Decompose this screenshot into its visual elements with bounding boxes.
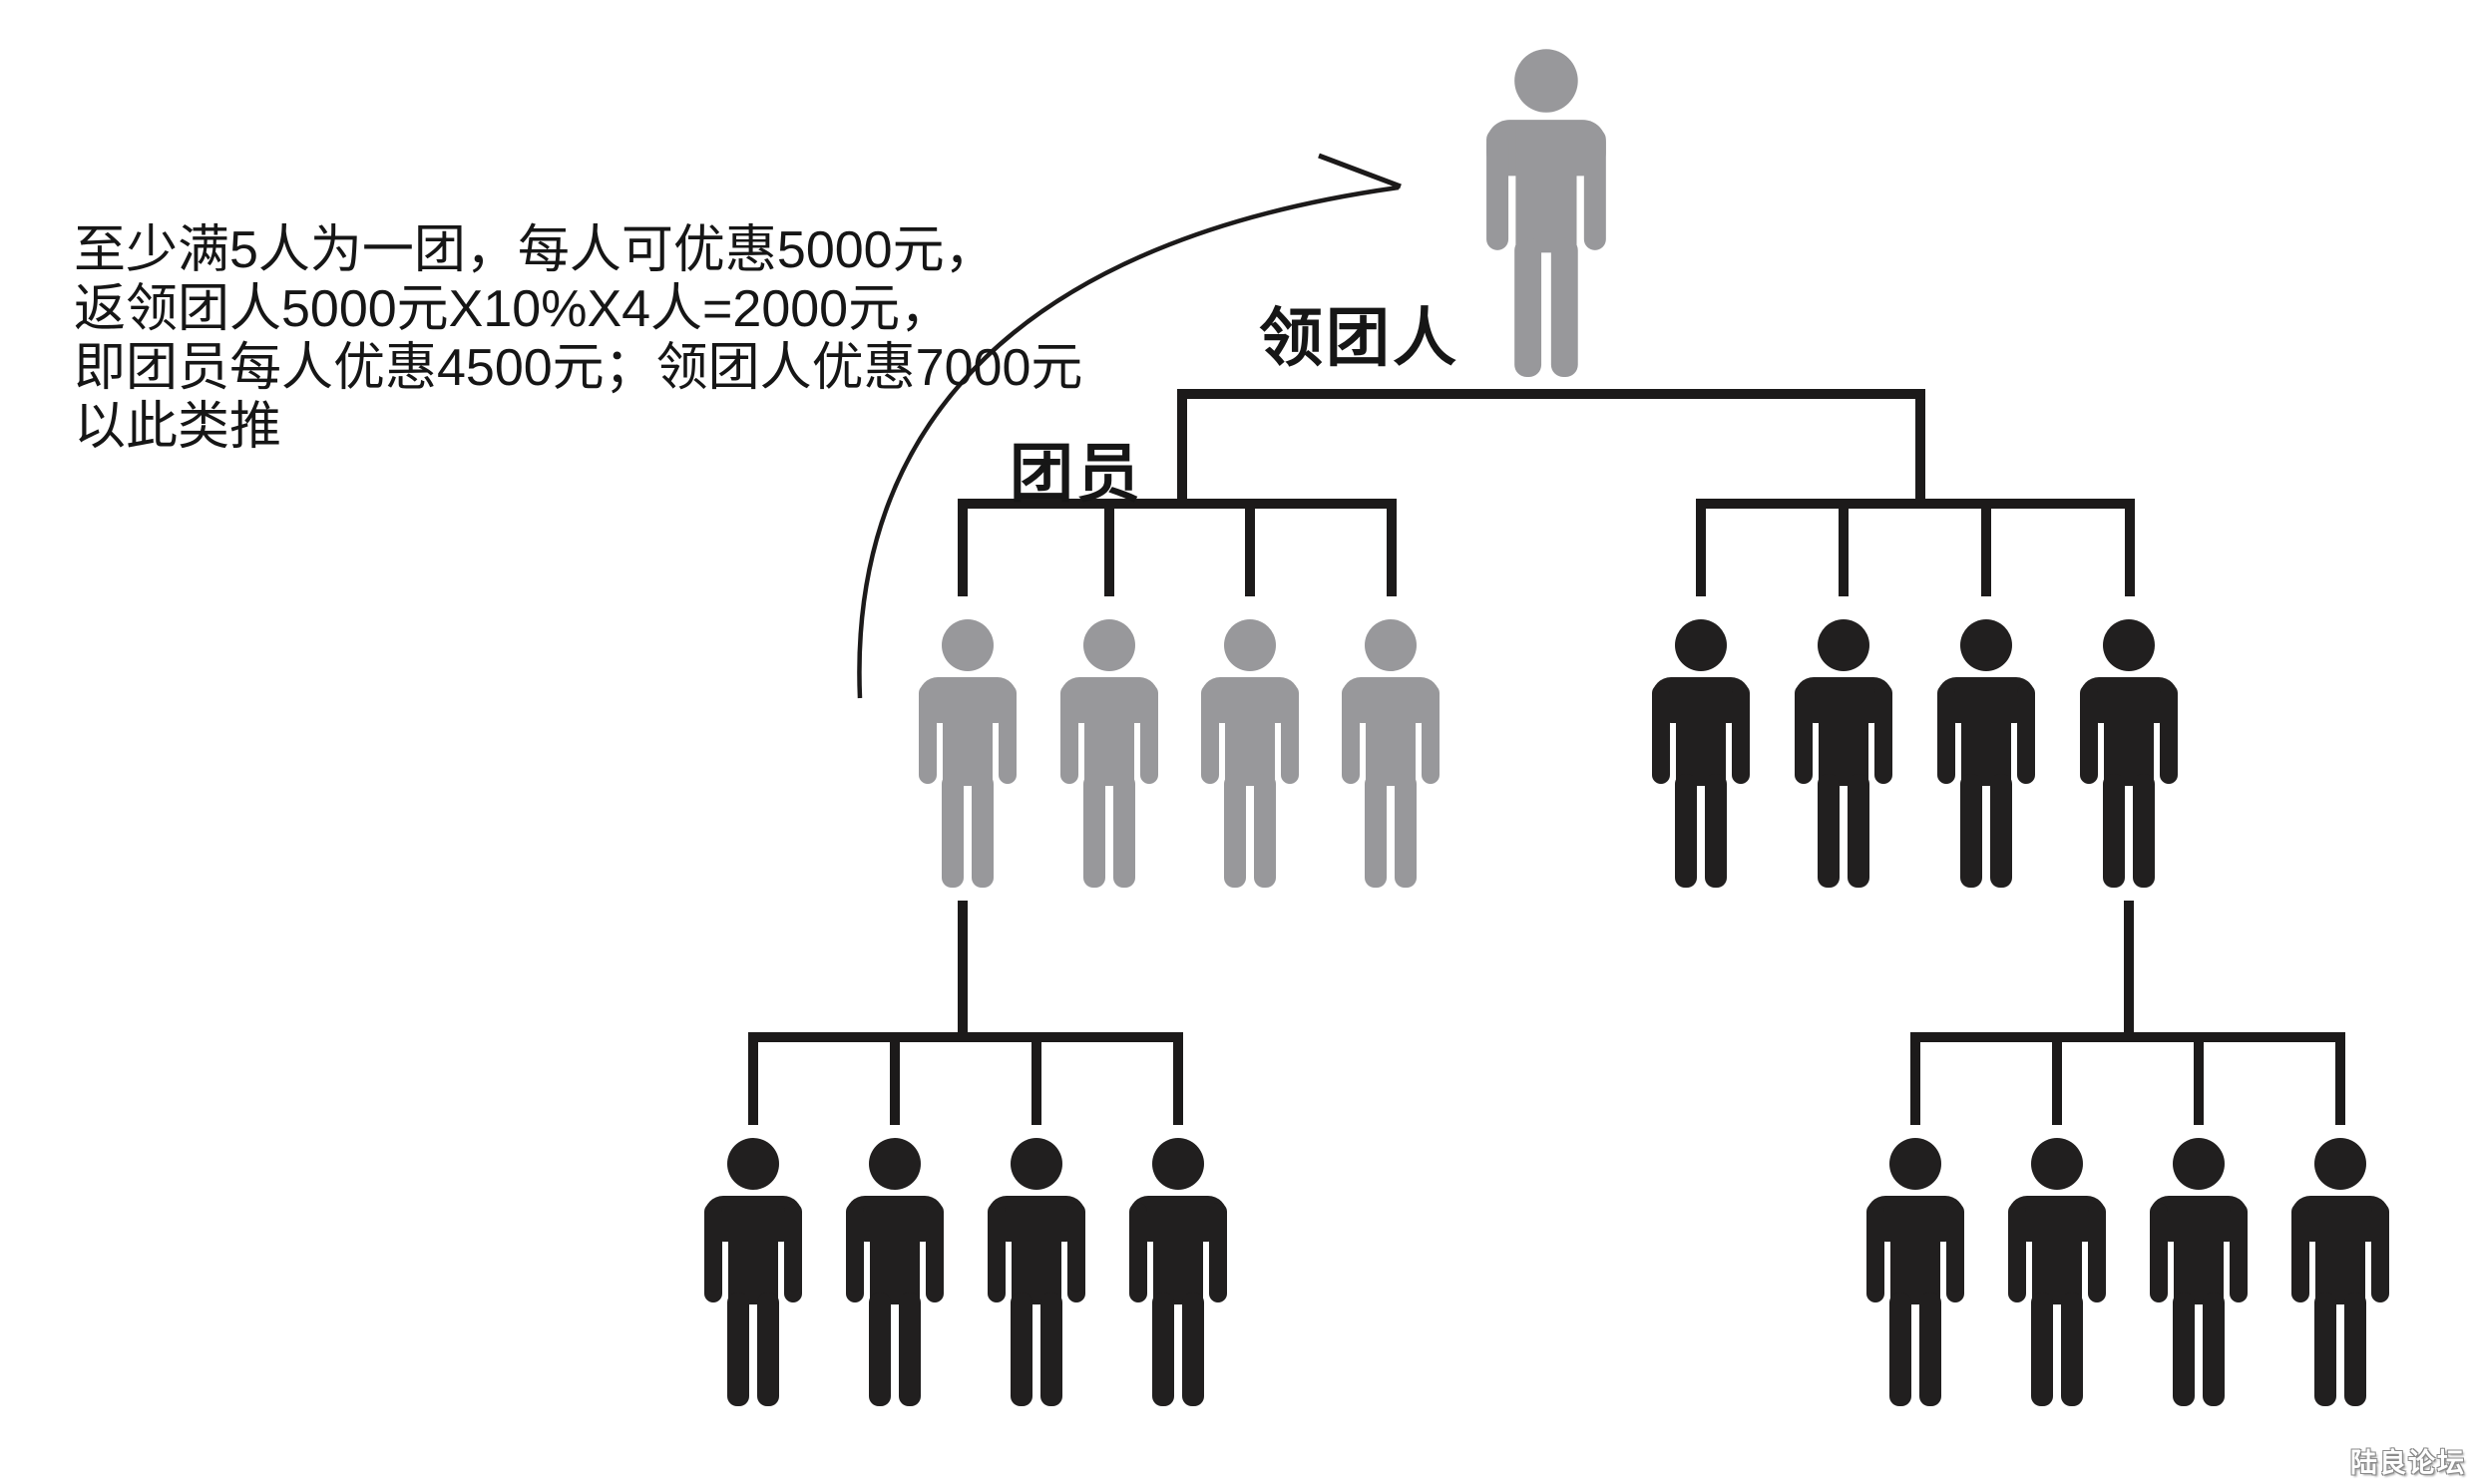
annotation-text: 至少满5人为一团，每人可优惠5000元， 返领团人5000元X10%X4人=20… bbox=[74, 221, 1082, 457]
watermark-text: 陆良论坛 bbox=[2350, 1448, 2466, 1478]
subgroup-right-person-icon bbox=[2291, 1138, 2389, 1406]
subgroup-right-person-icon bbox=[2150, 1138, 2248, 1406]
members-left-person-icon bbox=[919, 619, 1017, 888]
members-left-person-icon bbox=[1060, 619, 1158, 888]
members-right-person-icon bbox=[2080, 619, 2178, 888]
subgroup-left-person-icon bbox=[988, 1138, 1085, 1406]
annotation-line-2: 返领团人5000元X10%X4人=2000元， bbox=[74, 280, 953, 338]
subgroup-left-person-icon bbox=[1129, 1138, 1227, 1406]
annotation-line-1: 至少满5人为一团，每人可优惠5000元， bbox=[74, 221, 997, 279]
members-right-person-icon bbox=[1795, 619, 1892, 888]
members-left-person-icon bbox=[1342, 619, 1440, 888]
members-right-person-icon bbox=[1652, 619, 1750, 888]
leader-label: 领团人 bbox=[1259, 302, 1459, 374]
annotation-line-3: 即团员每人优惠4500元；领团人优惠7000元 bbox=[74, 339, 1083, 397]
connector-members-right bbox=[1696, 499, 2135, 596]
referral-arrow bbox=[857, 153, 1402, 699]
connector-subgroup-right bbox=[1910, 901, 2345, 1125]
subgroup-right-person-icon bbox=[1866, 1138, 1964, 1406]
members-left-person-icon bbox=[1201, 619, 1299, 888]
subgroup-left-person-icon bbox=[846, 1138, 944, 1406]
tree-connectors bbox=[748, 389, 2345, 1125]
leader-person-icon bbox=[1486, 49, 1606, 377]
referral-arrow-curve bbox=[857, 185, 1400, 699]
subgroup-right-person-icon bbox=[2008, 1138, 2106, 1406]
connector-members-left bbox=[958, 499, 1397, 596]
referral-arrowhead bbox=[1318, 153, 1402, 189]
member-label: 团员 bbox=[1010, 438, 1143, 510]
connector-subgroup-left bbox=[748, 901, 1183, 1125]
connector-leader-to-groups bbox=[1177, 389, 1925, 504]
subgroup-left-person-icon bbox=[704, 1138, 802, 1406]
annotation-line-4: 以此类推 bbox=[74, 398, 282, 456]
members-right-person-icon bbox=[1937, 619, 2035, 888]
